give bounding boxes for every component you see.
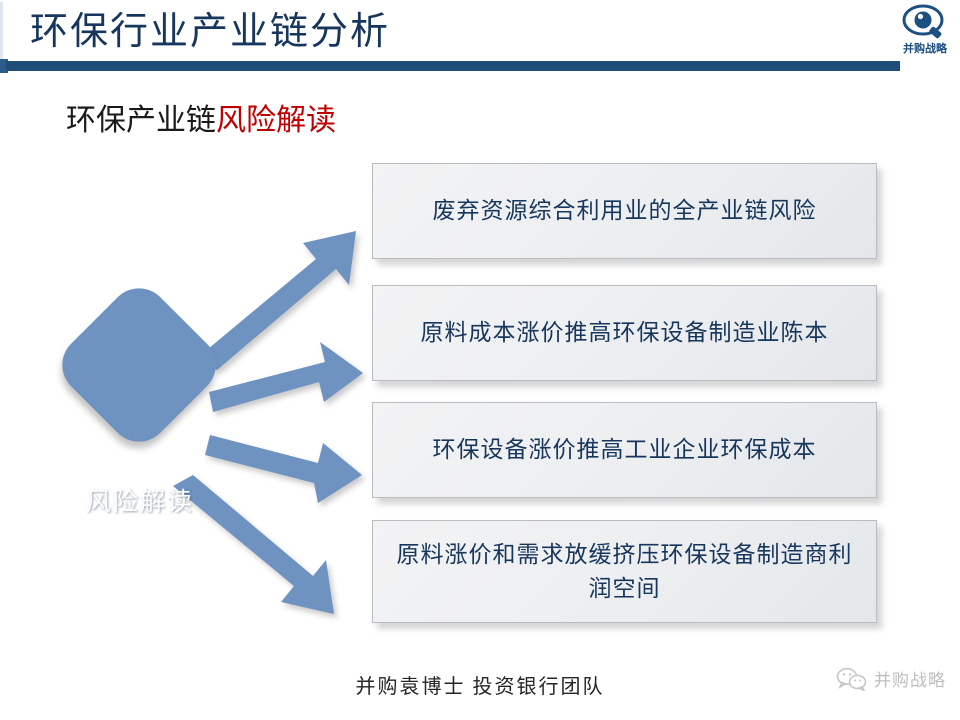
arrow-to-box-3 (205, 435, 362, 503)
brand-logo: 并购战略 (894, 2, 956, 64)
arrow-to-box-2 (209, 342, 363, 412)
page-title: 环保行业产业链分析 (30, 11, 391, 53)
watermark-text: 并购战略 (874, 671, 946, 690)
hub-label: 风险解读 (85, 489, 194, 516)
risk-box-label: 废弃资源综合利用业的全产业链风险 (432, 198, 817, 223)
title-rule-cap (0, 59, 8, 73)
arrow-to-box-4 (173, 475, 334, 614)
slide-header: 环保行业产业链分析 并购战略 (0, 0, 960, 78)
title-left-accent (0, 2, 3, 60)
risk-box[interactable]: 原料成本涨价推高环保设备制造业陈本 (372, 285, 877, 381)
footer-note: 并购袁博士 投资银行团队 (355, 676, 605, 698)
wechat-icon (836, 667, 867, 691)
eye-magnifier-icon (902, 4, 944, 39)
subheading-dark-part: 环保产业链 (66, 104, 216, 137)
title-rule (6, 61, 900, 71)
risk-box-label: 环保设备涨价推高工业企业环保成本 (432, 437, 817, 462)
arrow-group (173, 231, 363, 614)
risk-box-label: 原料涨价和需求放缓挤压环保设备制造商利润空间 (396, 541, 853, 601)
brand-logo-text: 并购战略 (903, 43, 947, 55)
risk-box[interactable]: 原料涨价和需求放缓挤压环保设备制造商利润空间 (372, 520, 877, 623)
risk-box[interactable]: 废弃资源综合利用业的全产业链风险 (372, 163, 877, 259)
risk-box[interactable]: 环保设备涨价推高工业企业环保成本 (372, 402, 877, 498)
section-subheading: 环保产业链风险解读 (66, 100, 336, 142)
arrow-to-box-1 (196, 231, 356, 370)
wechat-watermark: 并购战略 (836, 666, 946, 691)
risk-diagram: 风险解读 废弃资源综合利用业的全产业链风险 原料成本涨价推高环保设备制造业陈本 … (0, 130, 960, 650)
subheading-red-part: 风险解读 (216, 104, 336, 137)
risk-box-label: 原料成本涨价推高环保设备制造业陈本 (420, 320, 829, 345)
